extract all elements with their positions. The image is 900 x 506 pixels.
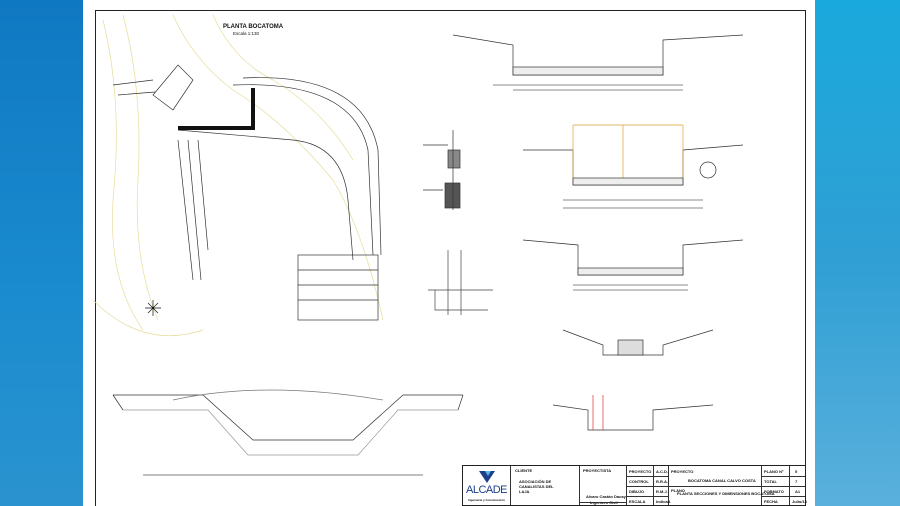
logo-cell: ALCADE Ingeniería y Construcción — [463, 466, 511, 505]
sheet-label: PLANO — [671, 488, 685, 493]
designer-label: PROYECTISTA — [583, 468, 612, 473]
meta-value: 5 — [795, 469, 798, 474]
client-value: ASOCIACIÓN DE CANALISTAS DEL LAJA — [519, 479, 554, 494]
logo-name: ALCADE — [466, 484, 508, 496]
meta-value: 7 — [795, 479, 798, 484]
gate-detail — [423, 130, 461, 210]
small-detail — [428, 250, 493, 315]
section-large — [112, 389, 464, 476]
meta-value: A1 — [795, 489, 801, 494]
section-5 — [552, 395, 714, 431]
designer-name: Alvaro Castán Dacay — [586, 494, 626, 499]
designer-cell: PROYECTISTA Alvaro Castán Dacay Ingenier… — [580, 466, 627, 505]
meta-label: PLANO Nº — [764, 469, 784, 474]
row-value: A.C.D. — [656, 469, 668, 474]
sheet-value: PLANTA SECCIONES Y DIMENSIONES BOCATOMA — [677, 491, 775, 496]
row-label: DIBUJO — [629, 489, 645, 494]
drawing-sheet: PLANTA BOCATOMA Escala 1:130 ALCADE Inge… — [83, 0, 815, 506]
cad-drawing — [92, 14, 744, 476]
row-label: PROYECTO — [629, 469, 652, 474]
meta-label: FORMATO — [764, 489, 784, 494]
plan-channel — [112, 64, 382, 321]
row-value: R.R.A. — [656, 479, 668, 484]
title-block: ALCADE Ingeniería y Construcción CLIENTE… — [462, 465, 807, 506]
section-1 — [452, 34, 744, 91]
row-value: Indicad. — [656, 499, 672, 504]
north-arrow — [145, 300, 161, 316]
plan-scale: Escala 1:130 — [233, 31, 260, 36]
meta-label: FECHA — [764, 499, 778, 504]
row-label: CONTROL — [629, 479, 649, 484]
plan-intake-wall — [178, 88, 255, 130]
meta-value: Julio/13 — [792, 499, 807, 504]
project-value: BOCATOMA CANAL CALVO COSTA — [688, 478, 756, 483]
logo-tagline: Ingeniería y Construcción — [468, 498, 505, 502]
client-label: CLIENTE — [515, 468, 533, 473]
plan-title: PLANTA BOCATOMA — [223, 24, 284, 30]
meta-label: TOTAL — [764, 479, 777, 484]
plan-terrain-contours — [92, 14, 384, 336]
project-label: PROYECTO — [671, 469, 694, 474]
background-left — [0, 0, 83, 506]
section-3 — [522, 239, 744, 291]
alcade-logo-icon — [479, 471, 495, 483]
row-label: ESCALA — [629, 499, 646, 504]
section-2 — [523, 124, 744, 209]
background-right — [815, 0, 900, 506]
row-value: R.M.J. — [656, 489, 668, 494]
section-4 — [562, 329, 714, 356]
client-cell: CLIENTE ASOCIACIÓN DE CANALISTAS DEL LAJ… — [511, 466, 580, 505]
drawing-frame — [95, 10, 806, 506]
